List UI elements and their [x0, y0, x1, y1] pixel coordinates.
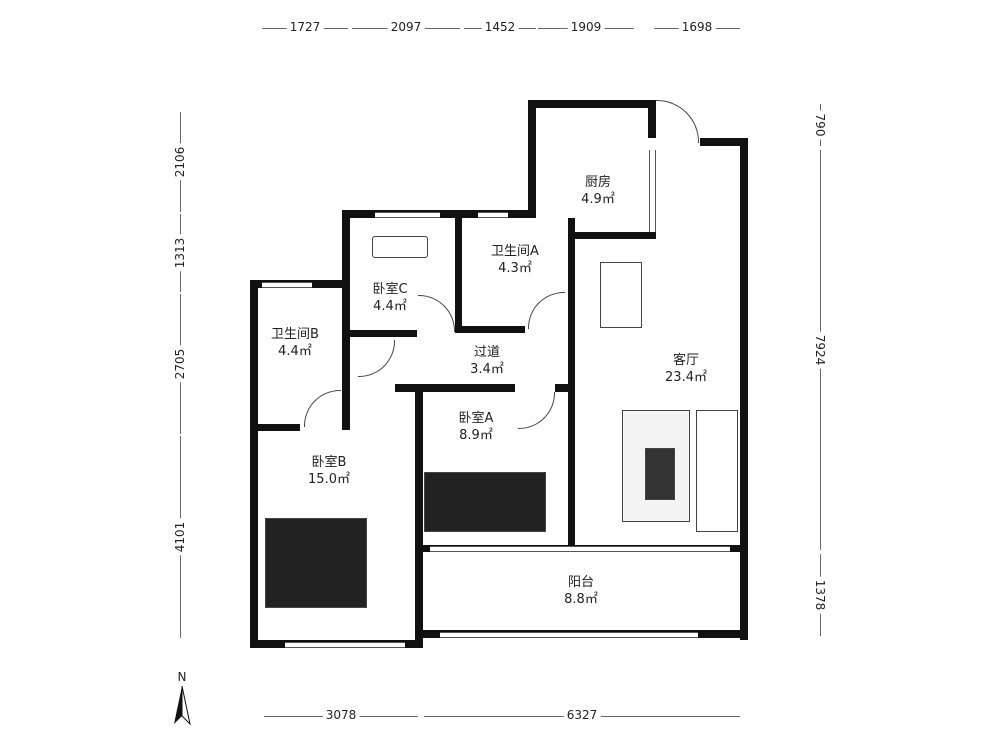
- dim-line: 7924: [813, 150, 827, 550]
- compass-label: N: [177, 670, 187, 684]
- sofa-icon: [696, 410, 738, 532]
- room-area: 15.0㎡: [308, 472, 350, 487]
- dim-line: 1727: [262, 20, 348, 34]
- dim-value: 1698: [678, 20, 716, 34]
- room-name: 客厅: [672, 353, 700, 368]
- room-corridor: 过道 3.4㎡: [470, 344, 504, 378]
- room-name: 卧室C: [372, 282, 408, 297]
- room-area: 3.4㎡: [470, 362, 504, 377]
- room-area: 23.4㎡: [665, 370, 707, 385]
- door-bedroom-c: [418, 295, 455, 332]
- dim-value: 1313: [173, 234, 187, 272]
- tv-table-icon: [645, 448, 675, 500]
- dim-line: 2106: [173, 112, 187, 212]
- dim-value: 6327: [563, 708, 601, 722]
- room-bedroom-b: 卧室B 15.0㎡: [308, 454, 350, 488]
- dim-value: 2097: [387, 20, 425, 34]
- room-name: 厨房: [584, 175, 611, 190]
- dim-line: 1378: [813, 554, 827, 636]
- compass: N: [170, 670, 194, 732]
- stove-icon: [573, 118, 603, 134]
- room-name: 卧室A: [458, 411, 494, 426]
- dim-line: 1698: [654, 20, 740, 34]
- room-name: 过道: [473, 345, 500, 360]
- door-corridor: [358, 340, 395, 377]
- door-entrance: [656, 100, 699, 143]
- dim-value: 1727: [286, 20, 324, 34]
- dim-line: 4101: [173, 436, 187, 638]
- dim-line: 3078: [264, 708, 418, 722]
- room-area: 4.9㎡: [581, 192, 615, 207]
- room-name: 阳台: [567, 575, 594, 590]
- room-bedroom-a: 卧室A 8.9㎡: [459, 410, 494, 444]
- dim-value: 3078: [322, 708, 360, 722]
- room-area: 8.8㎡: [564, 592, 598, 607]
- north-arrow-icon: [174, 685, 191, 726]
- room-kitchen: 厨房 4.9㎡: [581, 174, 615, 208]
- room-living-room: 客厅 23.4㎡: [665, 352, 707, 386]
- dim-value: 1909: [567, 20, 605, 34]
- dim-value: 1378: [813, 576, 827, 614]
- dim-value: 2106: [173, 143, 187, 181]
- door-bathroom-b: [304, 390, 341, 427]
- dim-value: 1452: [481, 20, 519, 34]
- dim-value: 2705: [173, 345, 187, 383]
- dim-line: 6327: [424, 708, 740, 722]
- room-balcony: 阳台 8.8㎡: [564, 574, 598, 608]
- dining-table-icon: [600, 262, 642, 328]
- dim-line: 1313: [173, 214, 187, 292]
- dim-line: 1452: [464, 20, 536, 34]
- room-area: 4.3㎡: [498, 261, 532, 276]
- bed-icon: [424, 472, 546, 532]
- room-bedroom-c: 卧室C 4.4㎡: [372, 281, 407, 315]
- dim-line: 2705: [173, 294, 187, 434]
- room-name: 卧室B: [311, 455, 347, 470]
- room-name: 卫生间A: [491, 244, 539, 259]
- dim-line: 790: [813, 104, 827, 146]
- bed-icon: [265, 518, 367, 608]
- dim-line: 1909: [538, 20, 634, 34]
- room-bathroom-a: 卫生间A 4.3㎡: [491, 243, 539, 277]
- room-area: 4.4㎡: [278, 344, 312, 359]
- dim-line: 2097: [352, 20, 460, 34]
- dim-value: 790: [813, 110, 827, 140]
- room-area: 8.9㎡: [459, 428, 493, 443]
- dim-value: 7924: [813, 331, 827, 369]
- ac-unit-icon: [372, 236, 428, 258]
- room-bathroom-b: 卫生间B 4.4㎡: [271, 326, 319, 360]
- room-area: 4.4㎡: [373, 299, 407, 314]
- dim-value: 4101: [173, 518, 187, 556]
- door-bedroom-a: [518, 392, 555, 429]
- room-name: 卫生间B: [271, 327, 319, 342]
- door-bathroom-a: [528, 292, 565, 329]
